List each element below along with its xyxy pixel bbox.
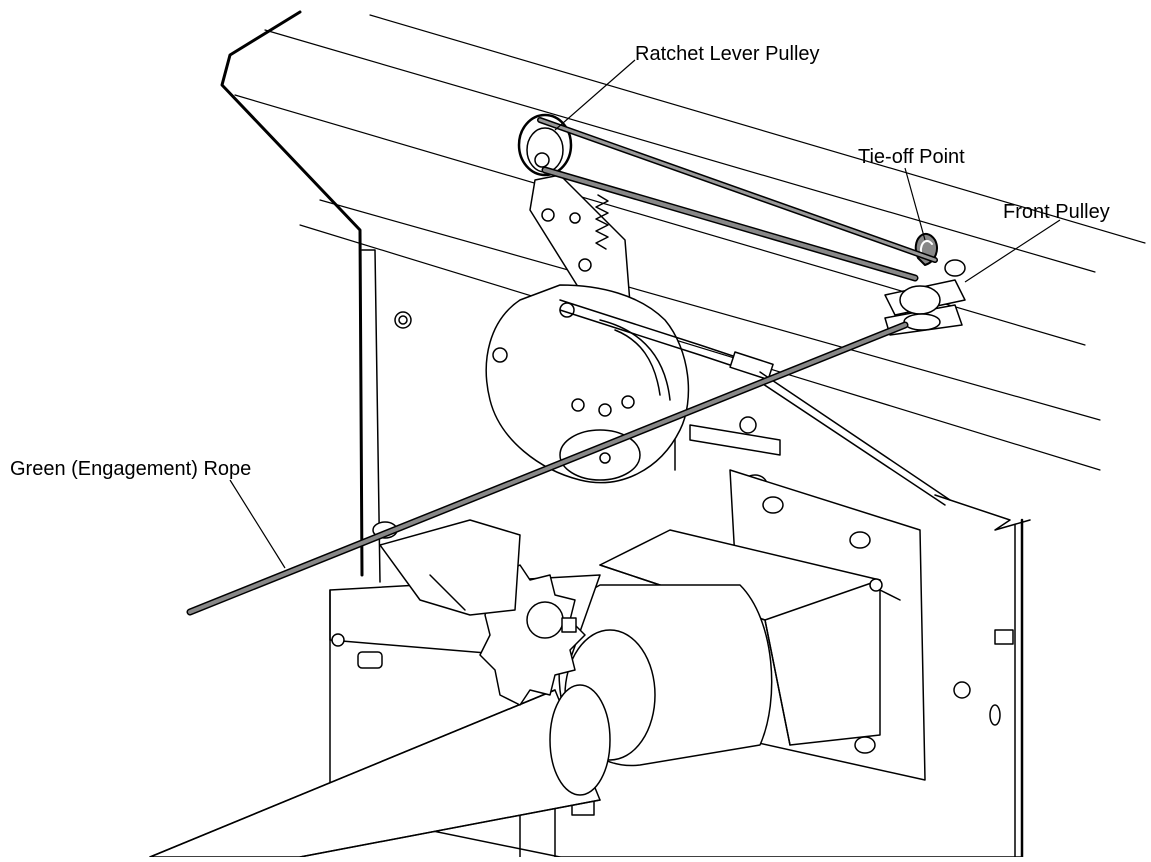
callout-labels: Ratchet Lever Pulley Tie-off Point Front… bbox=[10, 43, 1110, 480]
label-green-engagement-rope: Green (Engagement) Rope bbox=[10, 458, 251, 480]
gearbox-housing bbox=[599, 529, 901, 746]
label-front-pulley: Front Pulley bbox=[1003, 201, 1110, 223]
panel-bolts bbox=[394, 311, 412, 329]
front-pulley-bracket bbox=[884, 259, 966, 336]
label-ratchet-lever-pulley: Ratchet Lever Pulley bbox=[635, 43, 820, 65]
drive-shaft bbox=[149, 684, 611, 858]
center-bracket bbox=[689, 416, 781, 456]
green-engagement-rope bbox=[186, 117, 938, 616]
leader-lines bbox=[229, 59, 1061, 569]
label-tie-off-point: Tie-off Point bbox=[858, 146, 965, 168]
top-housing bbox=[220, 10, 1146, 859]
